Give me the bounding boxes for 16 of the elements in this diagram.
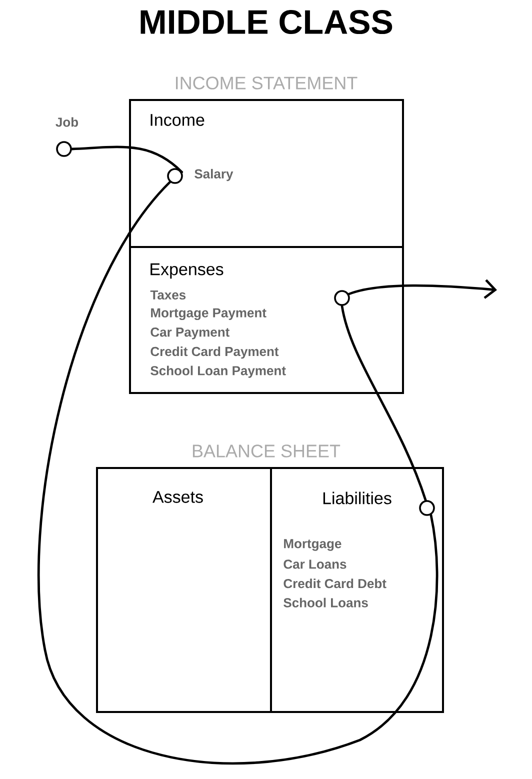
title: MIDDLE CLASS [140, 10, 392, 34]
connection-circle [419, 500, 435, 516]
statement-box: Expenses Taxes Mortgage Payment Car Payment Credit Card Payment School Loan Payment [129, 246, 404, 394]
flow-line [70, 146, 184, 174]
section-heading: INCOME STATEMENT [176, 76, 358, 90]
connection-circle [56, 141, 72, 157]
connection-circle [167, 168, 183, 184]
section-heading: BALANCE SHEET [192, 444, 340, 458]
connection-circle [334, 290, 350, 306]
flow-line [340, 304, 427, 502]
circle-label: Salary [194, 168, 234, 182]
statement-box: Liabilities Mortgage Car Loans Credit Card Debt School Loans [270, 467, 444, 713]
circle-label: Job [56, 117, 78, 127]
statement-box: Assets [96, 467, 272, 713]
flow-line [37, 180, 438, 765]
flow-arrow [348, 279, 497, 299]
